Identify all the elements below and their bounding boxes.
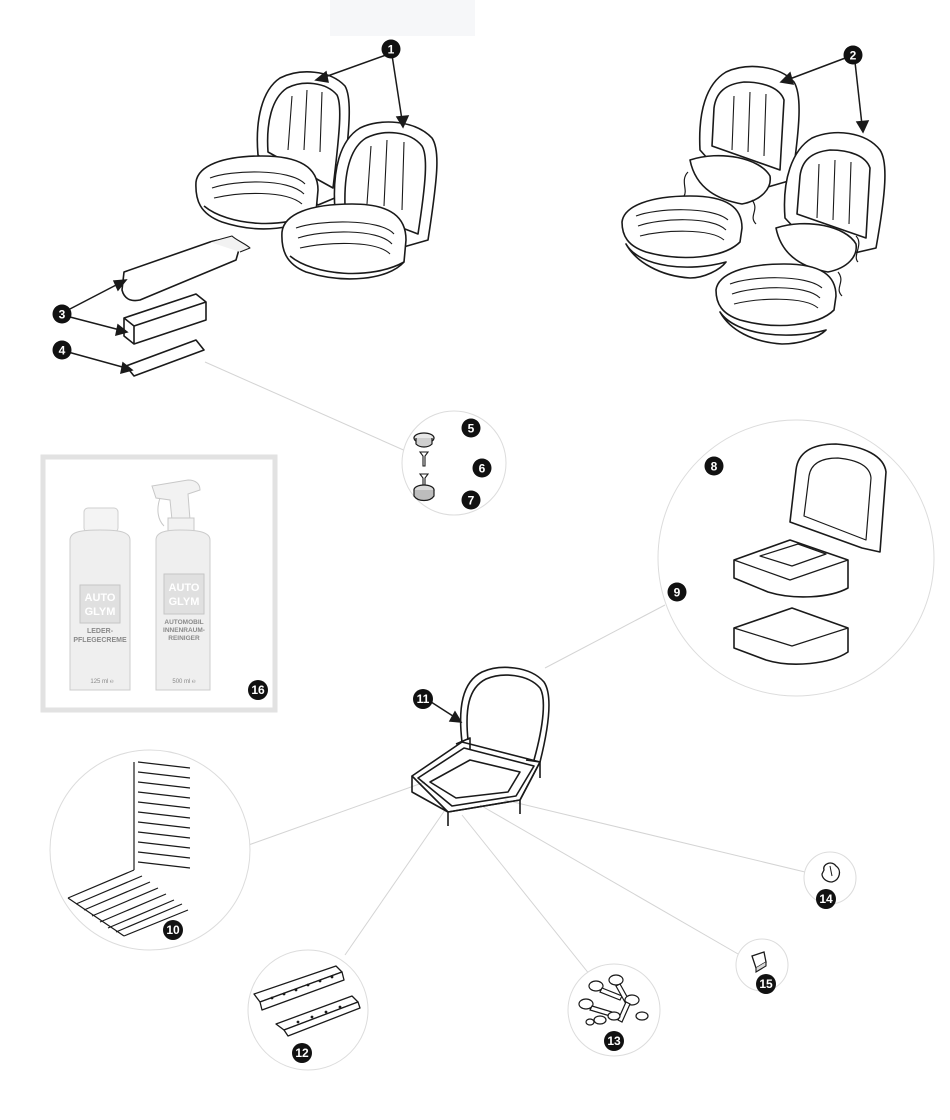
- left-volume: 125 ml ℮: [90, 679, 114, 685]
- header-patch: [330, 0, 475, 36]
- callout-8: 8: [704, 456, 724, 476]
- detail-leader-lines: [204, 361, 806, 976]
- svg-text:7: 7: [468, 494, 475, 508]
- fastener-detail-circle: [401, 410, 507, 516]
- svg-text:8: 8: [711, 460, 718, 474]
- svg-text:2: 2: [850, 49, 857, 63]
- right-name-line3: REINIGER: [168, 635, 200, 642]
- callout-7: 7: [461, 490, 481, 510]
- right-name-line2: INNENRAUM-: [163, 627, 205, 634]
- leather-cream-bottle: AUTO GLYM LEDER- PFLEGECREME 125 ml ℮: [69, 507, 131, 691]
- svg-text:9: 9: [674, 586, 681, 600]
- callout-15: 15: [756, 974, 776, 994]
- callout-2: 2: [843, 45, 863, 65]
- bracket-detail-circle: [735, 938, 789, 992]
- svg-text:16: 16: [251, 683, 265, 697]
- complete-seats-illustration: [195, 71, 438, 280]
- svg-text:10: 10: [166, 923, 180, 937]
- callout-9: 9: [667, 582, 687, 602]
- svg-text:12: 12: [295, 1046, 309, 1060]
- svg-text:6: 6: [479, 462, 486, 476]
- svg-text:5: 5: [468, 422, 475, 436]
- svg-text:1: 1: [388, 43, 395, 57]
- callout-5: 5: [461, 418, 481, 438]
- callout-badges: 1 2 3 4 5 6 7 8 9 10 11 12 13 14 15 16: [52, 39, 863, 1063]
- right-name-line1: AUTOMOBIL: [164, 619, 203, 626]
- callout-12: 12: [292, 1043, 312, 1063]
- right-volume: 500 ml ℮: [172, 679, 196, 685]
- right-brand-line2: GLYM: [169, 596, 200, 608]
- svg-text:15: 15: [759, 977, 773, 991]
- left-name-line1: LEDER-: [87, 628, 114, 635]
- left-brand-line1: AUTO: [85, 592, 116, 604]
- callout-10: 10: [163, 920, 183, 940]
- left-name-line2: PFLEGECREME: [73, 637, 127, 644]
- care-products-box: AUTO GLYM LEDER- PFLEGECREME 125 ml ℮ AU…: [40, 454, 278, 713]
- callout-6: 6: [472, 458, 492, 478]
- svg-text:13: 13: [607, 1034, 621, 1048]
- springs-detail-circle: [49, 749, 251, 951]
- armrest-foam-illustration: [121, 235, 251, 377]
- bolts-detail-circle: [567, 963, 661, 1057]
- callout-3: 3: [52, 304, 72, 324]
- right-brand-line1: AUTO: [169, 582, 200, 594]
- svg-text:3: 3: [59, 308, 66, 322]
- seat-covers-illustration: [621, 65, 886, 345]
- left-brand-line2: GLYM: [85, 606, 116, 618]
- seat-rails-detail-circle: [247, 949, 369, 1071]
- clip-detail-circle: [803, 851, 857, 905]
- callout-14: 14: [816, 889, 836, 909]
- callout-13: 13: [604, 1031, 624, 1051]
- interior-cleaner-bottle: AUTO GLYM AUTOMOBIL INNENRAUM- REINIGER …: [151, 479, 211, 691]
- callout-11: 11: [413, 689, 433, 709]
- seat-foam-detail-circle: [657, 419, 935, 697]
- svg-text:14: 14: [819, 892, 833, 906]
- svg-text:11: 11: [417, 692, 430, 706]
- callout-4: 4: [52, 340, 72, 360]
- seat-frame-illustration: [411, 666, 550, 826]
- callout-16: 16: [248, 680, 268, 700]
- svg-text:4: 4: [59, 344, 66, 358]
- callout-1: 1: [381, 39, 401, 59]
